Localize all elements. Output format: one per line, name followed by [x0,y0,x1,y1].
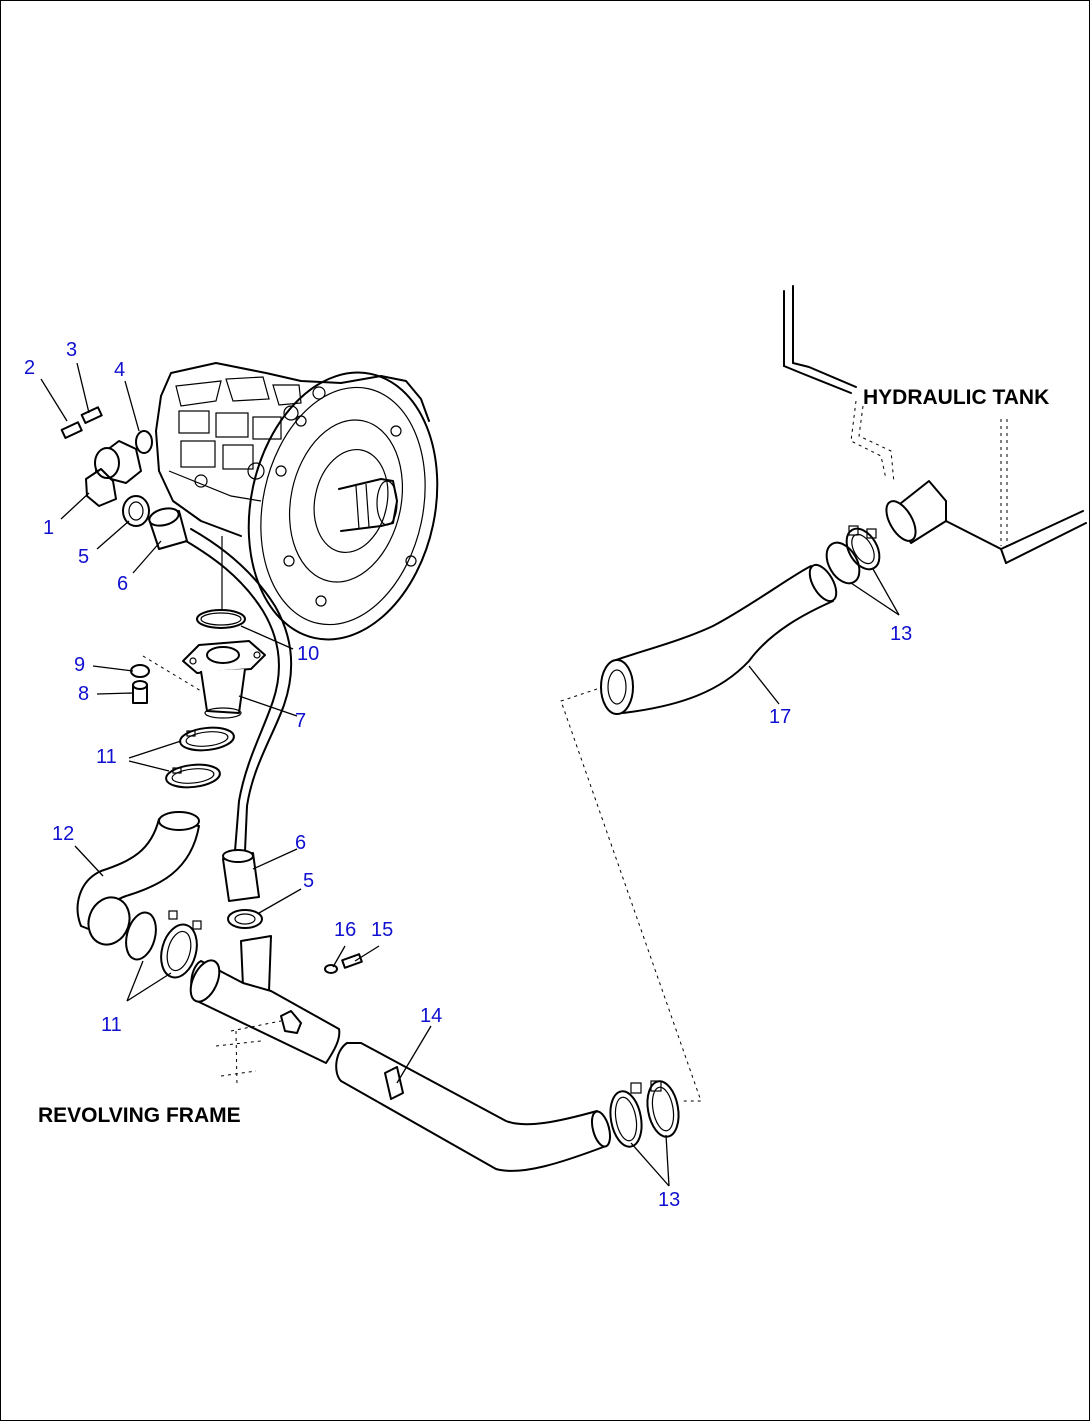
callout-7: 7 [295,710,307,732]
clamp-pair-13-lower [609,1080,680,1148]
callout-11-upper: 11 [96,746,117,768]
callout-2: 2 [24,357,36,379]
hose-12 [76,811,200,946]
suction-flange [130,536,266,719]
callout-11-lower: 11 [101,1014,122,1036]
clamp-pair-lower [125,910,202,979]
connection-lines [560,688,702,1102]
callout-13-lower: 13 [658,1189,681,1211]
callout-9: 9 [74,654,86,676]
hose-6-lower [222,849,263,929]
callout-16: 16 [334,919,357,941]
clamp-pair-13-upper [825,525,881,585]
callout-8: 8 [78,683,90,705]
callout-13-upper: 13 [890,623,913,645]
leader-lines [40,362,900,1187]
callout-12: 12 [52,823,75,845]
callout-5-lower: 5 [303,870,315,892]
revolving-frame-label: REVOLVING FRAME [38,1104,241,1127]
suction-elbow [60,406,188,550]
pipe-14 [335,1042,612,1172]
tee-pipe [189,935,363,1087]
callout-1: 1 [43,517,55,539]
callout-6-upper: 6 [117,573,129,595]
callout-6-lower: 6 [295,832,307,854]
hydraulic-tank-label: HYDRAULIC TANK [863,386,1050,409]
hydraulic-pump [155,362,439,641]
hose-17 [600,563,838,715]
clamp-pair-upper [165,726,235,789]
hydraulic-tank [783,285,1087,564]
callout-14: 14 [420,1005,443,1027]
return-line [185,528,292,852]
callout-10: 10 [297,643,320,665]
callout-4: 4 [114,359,126,381]
callout-17: 17 [769,706,792,728]
callout-15: 15 [371,919,394,941]
callout-3: 3 [66,339,78,361]
callout-5-upper: 5 [78,546,90,568]
